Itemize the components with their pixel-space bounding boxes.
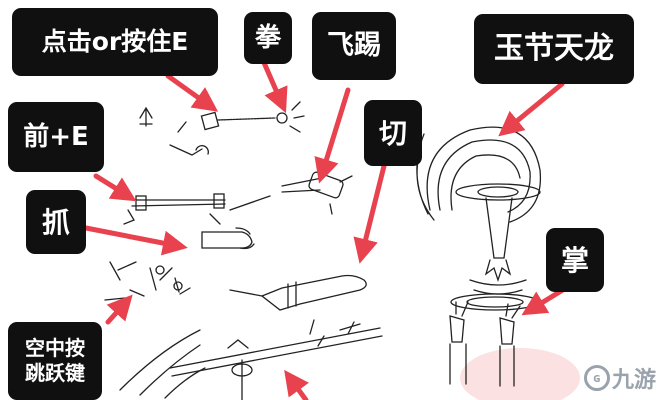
- label-fist: 拳: [244, 12, 292, 64]
- label-text: 玉节天龙: [494, 31, 614, 67]
- label-text: 掌: [560, 243, 589, 277]
- label-text: 抓: [41, 205, 70, 239]
- arrow-cut: [353, 163, 387, 264]
- label-cut: 切: [364, 100, 422, 166]
- label-flying-kick: 飞踢: [312, 12, 396, 80]
- label-tap-or-hold-e: 点击or按住E: [12, 8, 218, 76]
- pink-glow: [460, 348, 580, 400]
- g-swirl-icon: ɢ: [583, 365, 610, 391]
- label-text: 拳: [254, 22, 281, 53]
- arrow-flying-kick: [314, 87, 351, 184]
- watermark: ɢ 九游: [583, 362, 656, 394]
- pointer-arrows: [83, 55, 569, 400]
- label-palm: 掌: [546, 228, 604, 292]
- sketch-lines: [104, 101, 542, 400]
- label-forward-e: 前+E: [8, 102, 104, 172]
- arrow-bottom: [284, 369, 309, 400]
- label-text: 切: [378, 116, 407, 150]
- arrow-tap-or-hold-e: [165, 73, 219, 112]
- label-text: 飞踢: [327, 30, 381, 62]
- arrow-forward-e: [93, 173, 137, 202]
- label-jade-dragon: 玉节天龙: [474, 14, 634, 84]
- label-text: 空中按 跳跃键: [25, 336, 85, 385]
- watermark-text: 九游: [611, 368, 656, 393]
- label-grab: 抓: [26, 190, 86, 254]
- arrow-jade-dragon: [498, 81, 565, 137]
- arrow-grab: [83, 225, 188, 256]
- label-air-jump: 空中按 跳跃键: [8, 322, 102, 400]
- label-text: 点击or按住E: [41, 27, 189, 57]
- arrow-fist: [259, 55, 288, 114]
- arrow-air-jump: [105, 294, 133, 325]
- label-text: 前+E: [23, 121, 89, 152]
